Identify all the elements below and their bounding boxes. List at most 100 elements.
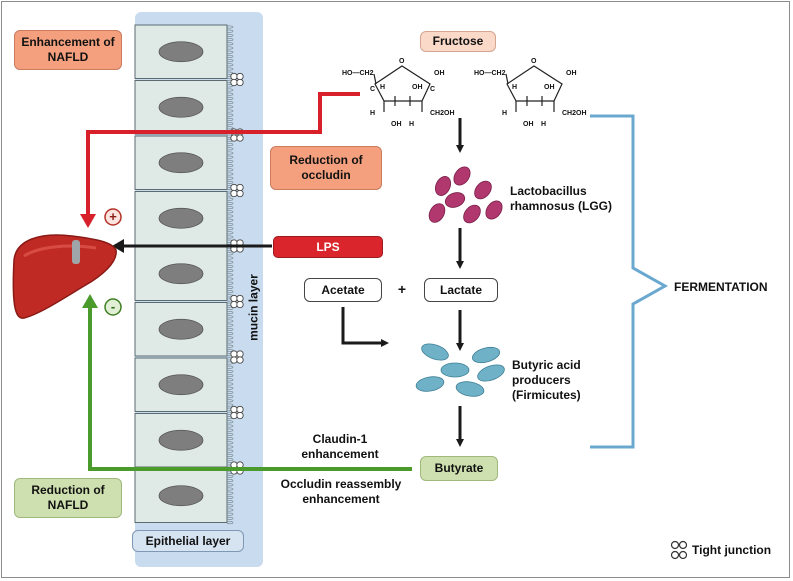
cell-nucleus bbox=[158, 318, 204, 340]
green-reduction-arrow bbox=[88, 304, 412, 471]
microvillus bbox=[226, 306, 234, 310]
microvillus bbox=[226, 101, 234, 105]
chem-h: H bbox=[502, 110, 508, 117]
microvillus bbox=[226, 143, 234, 147]
tight-junction bbox=[236, 411, 244, 420]
tight-junction bbox=[230, 78, 238, 87]
microvillus bbox=[226, 29, 234, 33]
tight-junction bbox=[236, 350, 244, 358]
chem-oh: OH bbox=[434, 70, 445, 77]
microvillus bbox=[226, 432, 234, 436]
tight-junction bbox=[230, 72, 238, 81]
cell-nucleus bbox=[158, 41, 204, 63]
firmicutes-cell bbox=[471, 346, 501, 364]
green-arrowhead bbox=[82, 294, 98, 308]
tight-junction bbox=[236, 72, 244, 81]
microvillus bbox=[226, 164, 234, 168]
microvillus bbox=[226, 340, 234, 344]
firmicutes-cell bbox=[440, 362, 470, 378]
butyric-label: Butyric acid producers (Firmicutes) bbox=[512, 358, 581, 402]
chem-oh: OH bbox=[412, 84, 423, 91]
chem-h: H bbox=[380, 84, 386, 91]
firmicutes-cell bbox=[455, 381, 485, 397]
chem-ch2oh: CH2OH bbox=[562, 110, 587, 117]
microvillus bbox=[226, 256, 234, 260]
fructose-box: Fructose bbox=[420, 31, 496, 52]
microvillus bbox=[226, 147, 234, 151]
chem-oh: OH bbox=[544, 84, 555, 91]
chem-ch2oh: CH2OH bbox=[430, 110, 455, 117]
mucin-layer-label: mucin layer bbox=[246, 274, 261, 341]
enhancement-nafld-box: Enhancement of NAFLD bbox=[14, 30, 122, 70]
lgg-cell bbox=[463, 204, 481, 224]
microvillus bbox=[226, 206, 234, 210]
chem-c: C bbox=[430, 86, 436, 93]
microvillus bbox=[226, 273, 234, 277]
epithelial-cell bbox=[134, 24, 228, 79]
cell-nucleus bbox=[158, 152, 204, 174]
microvillus bbox=[226, 277, 234, 281]
lgg-cell bbox=[453, 166, 471, 186]
tight-junction bbox=[230, 189, 238, 198]
microvillus bbox=[226, 487, 234, 491]
chem-o: O bbox=[399, 58, 405, 65]
microvillus bbox=[226, 201, 234, 205]
microvillus bbox=[226, 264, 234, 268]
microvillus bbox=[226, 290, 234, 294]
epithelial-cell bbox=[134, 135, 228, 190]
chem-h: H bbox=[370, 110, 376, 117]
epithelial-cell bbox=[134, 302, 228, 357]
chem-o: O bbox=[531, 58, 537, 65]
microvillus bbox=[226, 386, 234, 390]
tight-junction-label: Tight junction bbox=[692, 543, 772, 557]
microvillus bbox=[226, 50, 234, 54]
tight-junction bbox=[236, 189, 244, 198]
microvillus bbox=[226, 458, 234, 462]
chem-h: H bbox=[409, 121, 415, 128]
microvillus bbox=[226, 500, 234, 504]
microvillus bbox=[226, 344, 234, 348]
reduction-occludin-box: Reduction of occludin bbox=[270, 146, 382, 190]
microvillus bbox=[226, 159, 234, 163]
microvillus bbox=[226, 491, 234, 495]
microvillus bbox=[226, 109, 234, 113]
microvillus bbox=[226, 420, 234, 424]
microvillus bbox=[226, 285, 234, 289]
microvillus bbox=[226, 117, 234, 121]
cell-nucleus bbox=[158, 429, 204, 451]
microvillus bbox=[226, 252, 234, 256]
microvillus bbox=[226, 214, 234, 218]
firmicutes-bacteria bbox=[415, 343, 505, 397]
microvillus bbox=[226, 516, 234, 520]
microvillus bbox=[226, 315, 234, 319]
chem-ho-ch2: HO—CH2 bbox=[474, 70, 506, 77]
plus-circle bbox=[104, 208, 122, 226]
tight-junction bbox=[236, 405, 244, 414]
microvillus bbox=[226, 113, 234, 117]
red-arrowhead bbox=[80, 214, 96, 228]
fructose-structure-left bbox=[373, 65, 431, 112]
cell-nucleus bbox=[158, 263, 204, 285]
cell-nucleus bbox=[158, 485, 204, 507]
microvillus bbox=[226, 59, 234, 63]
microvillus bbox=[226, 374, 234, 378]
lgg-cell bbox=[485, 200, 503, 220]
claudin-label: Claudin-1 enhancement bbox=[301, 432, 379, 461]
microvillus bbox=[226, 327, 234, 331]
tight-junction bbox=[230, 356, 238, 364]
microvillus bbox=[226, 336, 234, 340]
microvillus bbox=[226, 222, 234, 226]
cell-nucleus bbox=[158, 96, 204, 118]
microvillus bbox=[226, 445, 234, 449]
microvillus bbox=[226, 25, 234, 29]
tight-junction bbox=[230, 134, 238, 142]
lactobacillus-label: Lactobacillus rhamnosus (LGG) bbox=[510, 184, 613, 213]
microvillus bbox=[226, 197, 234, 201]
microvillus bbox=[226, 474, 234, 478]
microvillus bbox=[226, 126, 234, 130]
cell-nucleus bbox=[158, 207, 204, 229]
microvillus bbox=[226, 63, 234, 67]
lgg-cell bbox=[444, 192, 466, 208]
minus-sign: - bbox=[110, 299, 116, 314]
